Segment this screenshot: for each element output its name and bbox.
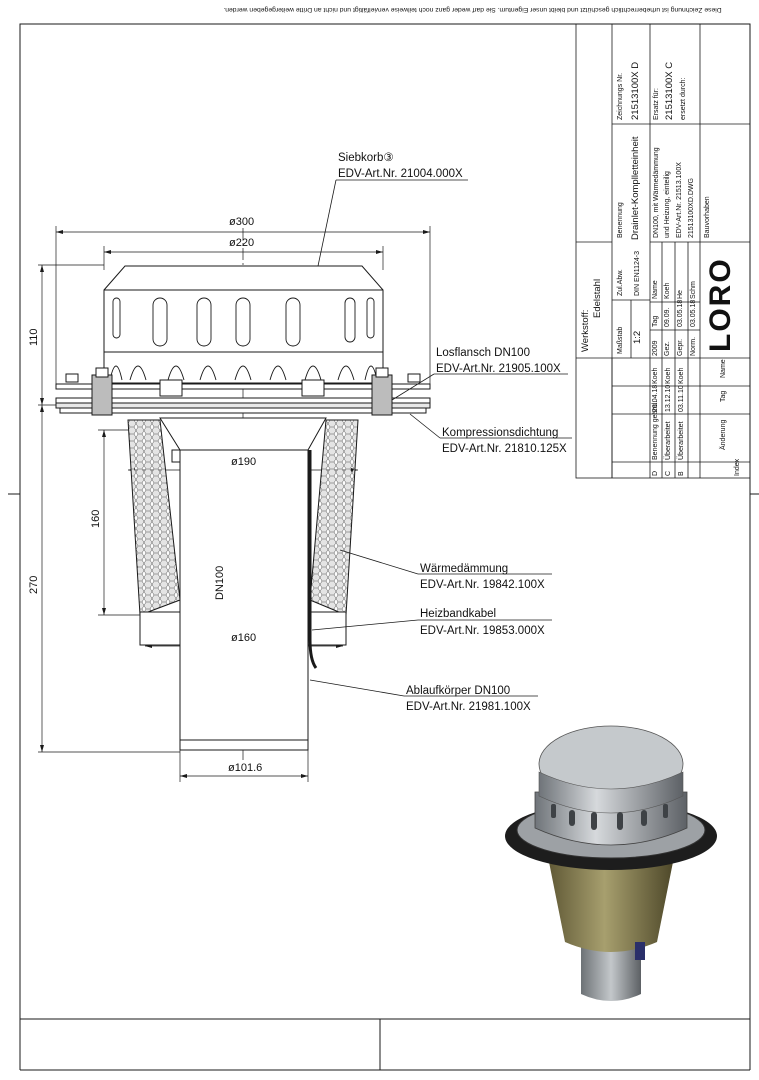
massstab-label: Maßstab [617,326,624,354]
waerme-name: Wärmedämmung [420,563,509,575]
siebkorb-name: Siebkorb [338,152,384,164]
rev-d-date: 26.04.18 [652,384,659,412]
rev-c-date: 13.12.10 [665,384,672,412]
massstab-value: 1:2 [632,330,643,344]
heizband-name: Heizbandkabel [420,608,497,620]
gepr-name: He [677,290,684,299]
rev-b-name: Koeh [678,367,685,384]
rev-d-index: D [652,470,659,476]
row-gepr: Gepr. [677,338,684,356]
dim-d160: ø160 [231,632,257,644]
dim-d300: ø300 [229,216,255,228]
row-norm: Norm. [690,336,697,356]
rev-c-name: Koeh [665,367,672,384]
bauvorhaben: Bauvorhaben [704,196,711,238]
kompression-part: EDV-Art.Nr. 21810.125X [442,443,567,455]
gez-date: 09.09. [664,307,671,327]
col-tag: Tag [652,315,659,327]
werkstoff-value: Edelstahl [592,278,603,318]
head-name: Name [720,359,727,378]
norm-name: Schm [690,281,697,299]
gepr-date: 03.05.18 [677,299,684,327]
desc-line3: EDV-Art.Nr. 21513.100X [676,162,683,238]
desc-line1: DN100, mit Wärmedämmung [653,147,660,238]
ersetzt-label: ersetzt durch: [680,77,687,120]
ablauf-part: EDV-Art.Nr. 21981.100X [406,701,531,713]
siebkorb-part: EDV-Art.Nr. 21004.000X [338,168,463,180]
rev-d-name: Koeh [652,367,659,384]
loro-logo: LORO [704,257,738,352]
zeichnungs-value: 21513100X D [630,61,641,120]
head-index: Index [734,458,741,476]
rev-b-index: B [678,471,685,476]
benennung-label: Benennung [617,202,624,238]
ersatz-label: Ersatz für: [653,88,660,120]
werkstoff-label: Werkstoff: [580,309,591,352]
ablauf-name: Ablaufkörper DN100 [406,685,511,697]
heizband-part: EDV-Art.Nr. 19853.000X [420,625,545,637]
head-aenderung: Änderung [720,419,727,450]
head-tag: Tag [720,390,727,402]
year: 2009 [652,340,659,356]
desc-line4: 21513100XD.DWG [688,178,695,238]
losflansch-name: Losflansch DN100 [436,347,530,359]
gez-name: Koeh [664,282,671,299]
zeichnungs-label: Zeichnungs Nr. [617,72,624,120]
col-name: Name [652,280,659,299]
zul-abw-label: Zul.Abw. [617,269,624,296]
losflansch-part: EDV-Art.Nr. 21905.100X [436,363,561,375]
benennung-value: Drainlet-Komplletteinheit [630,136,641,241]
kompression-name: Kompressionsdichtung [442,427,559,439]
zul-abw-value: DIN EN1124-3 [634,250,641,296]
circle-3-icon: ③ [383,152,394,164]
product-render [505,725,717,1001]
dim-d101: ø101.6 [228,762,263,774]
dim-d190: ø190 [231,456,257,468]
row-gez: Gez. [664,341,671,356]
loro-logo-text: LORO [704,257,737,352]
siebkorb-label: Siebkorb③ [338,151,394,165]
desc-line2: und Heizung, einteilig [664,171,671,238]
rev-c-text: Überarbeitet [665,421,672,460]
ersatz-value: 21513100X C [664,61,675,120]
waerme-part: EDV-Art.Nr. 19842.100X [420,579,545,591]
rev-b-date: 03.11.10 [678,385,685,412]
dim-d220: ø220 [229,237,255,249]
norm-date: 03.05.18 [690,299,697,327]
rev-b-text: Überarbeitet [678,421,685,460]
rev-c-index: C [665,470,672,476]
